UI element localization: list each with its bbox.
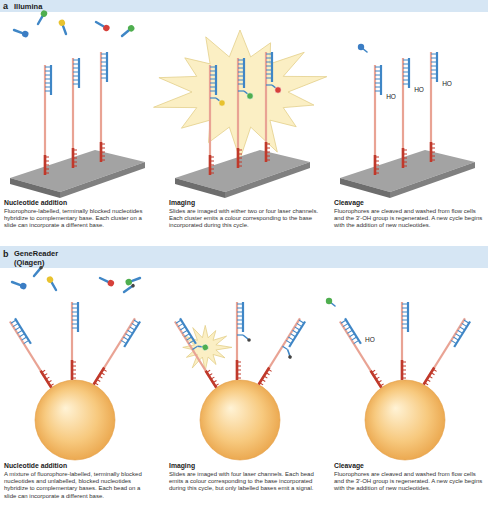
hydroxyl-label: HO	[413, 86, 425, 93]
step-description: A mixture of fluorophore-labelled, termi…	[4, 471, 154, 500]
released-fluorophore	[326, 298, 335, 306]
header-bar	[0, 0, 488, 12]
dna-strand	[238, 58, 253, 168]
dna-strand	[101, 52, 107, 162]
step-heading: Nucleotide addition	[4, 462, 154, 470]
step-heading: Imaging	[169, 199, 319, 207]
nucleotide	[94, 19, 110, 32]
dna-strand	[424, 318, 470, 387]
step-description: Slides are imaged with either two or fou…	[169, 208, 319, 230]
dna-strand	[340, 318, 386, 387]
step-description: Fluorophores are cleaved and washed from…	[334, 471, 484, 493]
dna-strand	[402, 302, 408, 380]
step-heading: Cleavage	[334, 462, 484, 470]
nucleotide	[46, 275, 59, 291]
bead	[35, 380, 445, 460]
dna-strand	[10, 318, 56, 387]
dna-strand	[266, 52, 281, 162]
step-description: Fluorophores are cleaved and washed from…	[334, 208, 484, 230]
nucleotide	[58, 19, 69, 35]
nucleotide	[13, 27, 29, 38]
panel-title: Illumina	[14, 2, 214, 11]
dna-strand	[403, 58, 409, 168]
dna-strand	[375, 65, 381, 175]
step-description: Fluorophore-labelled, terminally blocked…	[4, 208, 154, 230]
laser-emission-burst	[154, 30, 327, 159]
dna-strand	[210, 65, 225, 175]
hydroxyl-label: HO	[385, 93, 397, 100]
hydroxyl-label: HO	[441, 80, 453, 87]
dna-strand	[237, 302, 251, 380]
step-heading: Cleavage	[334, 199, 484, 207]
dna-strand	[45, 65, 51, 175]
released-fluorophore	[358, 44, 367, 52]
panel-title: GeneReader (Qiagen)	[14, 249, 70, 267]
panel-letter: a	[3, 1, 8, 11]
nucleotide	[11, 279, 27, 290]
step-heading: Imaging	[169, 462, 319, 470]
panel-letter: b	[3, 249, 9, 259]
step-heading: Nucleotide addition	[4, 199, 154, 207]
dna-strand	[175, 313, 229, 387]
dna-strand	[72, 302, 78, 380]
nucleotide	[99, 275, 115, 287]
nucleotide	[120, 24, 136, 39]
nucleotide	[125, 275, 141, 286]
dna-strand	[431, 52, 437, 162]
nucleotide	[35, 9, 48, 25]
dna-strand	[94, 318, 140, 387]
dna-strand	[259, 318, 312, 391]
flow-cell-slide	[10, 150, 475, 198]
step-description: Slides are imaged with four laser channe…	[169, 471, 319, 493]
dna-strand	[73, 58, 79, 168]
header-bar	[0, 246, 488, 268]
hydroxyl-label: HO	[364, 336, 376, 343]
